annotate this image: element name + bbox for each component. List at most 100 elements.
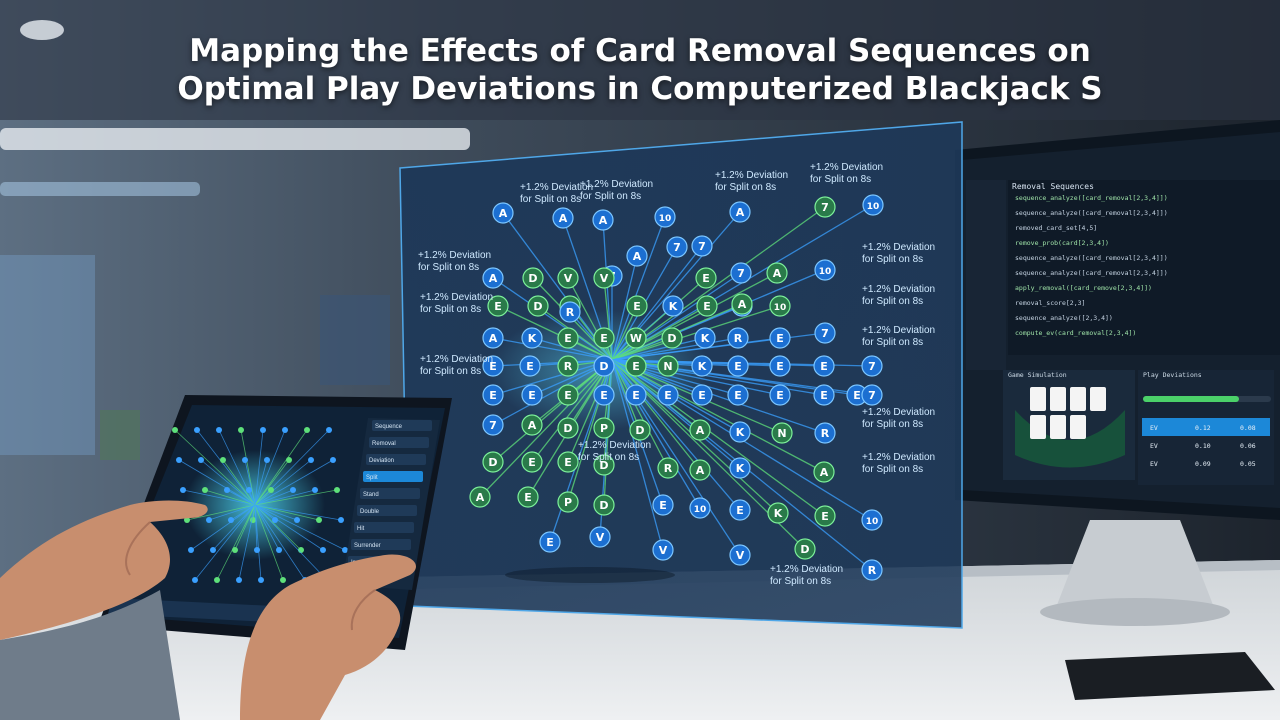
card-node: R bbox=[814, 422, 836, 444]
tablet-node bbox=[180, 487, 186, 493]
card-node-label: R bbox=[734, 332, 743, 345]
tablet-menu-item[interactable] bbox=[357, 505, 417, 516]
card-node: 10 bbox=[769, 295, 791, 317]
card-node-circle bbox=[814, 422, 836, 444]
tablet-menu-item[interactable] bbox=[360, 488, 420, 499]
tablet-node bbox=[238, 427, 244, 433]
deviation-detail: for Split on 8s bbox=[810, 174, 871, 185]
network-edge bbox=[611, 359, 701, 509]
card-node-label: 7 bbox=[868, 360, 876, 373]
tablet-menu-item[interactable] bbox=[351, 539, 411, 550]
card-node: E bbox=[519, 355, 541, 377]
code-line: sequence_analyze([card_removal[2,3,4]]) bbox=[1015, 269, 1168, 277]
tablet-node bbox=[250, 517, 256, 523]
network-edge bbox=[492, 337, 613, 361]
tablet-menu-item[interactable] bbox=[363, 471, 423, 482]
card-node-circle bbox=[729, 544, 751, 566]
card-node-circle bbox=[469, 486, 491, 508]
card-node: N bbox=[657, 355, 679, 377]
code-line: removal_score[2,3] bbox=[1015, 299, 1085, 307]
card-node-label: E bbox=[564, 332, 572, 345]
tablet-node bbox=[232, 547, 238, 553]
card-node: A bbox=[492, 202, 514, 224]
tablet-node bbox=[304, 427, 310, 433]
desk-device bbox=[1065, 652, 1275, 700]
card-node-label: P bbox=[600, 422, 608, 435]
tablet-node bbox=[258, 577, 264, 583]
network-edge bbox=[611, 359, 701, 471]
card-node-label: 10 bbox=[774, 303, 787, 313]
card-node-circle bbox=[557, 417, 579, 439]
card-node-label: E bbox=[600, 332, 608, 345]
card-node-circle bbox=[527, 295, 549, 317]
playing-card bbox=[1070, 415, 1086, 439]
card-node-circle bbox=[691, 355, 713, 377]
card-node-label: A bbox=[738, 298, 747, 311]
card-node-circle bbox=[771, 422, 793, 444]
network-edge bbox=[531, 359, 613, 463]
tablet-menu-item[interactable] bbox=[354, 522, 414, 533]
card-node-label: D bbox=[667, 332, 676, 345]
tablet-menu: SequenceRemovalDeviationSplitStandDouble… bbox=[348, 420, 432, 567]
card-node-circle bbox=[689, 419, 711, 441]
card-node-circle bbox=[861, 355, 883, 377]
card-node-circle bbox=[727, 355, 749, 377]
card-node-label: E bbox=[524, 491, 532, 504]
tablet-node bbox=[326, 427, 332, 433]
card-node: 10 bbox=[654, 206, 676, 228]
tablet-menu-label: Surrender bbox=[354, 543, 381, 549]
tablet-menu-label: Split bbox=[366, 475, 378, 481]
card-node-circle bbox=[593, 355, 615, 377]
card-node-circle bbox=[657, 384, 679, 406]
card-node-label: D bbox=[599, 360, 608, 373]
card-node-circle bbox=[557, 355, 579, 377]
card-node: V bbox=[652, 539, 674, 561]
card-node-circle bbox=[593, 384, 615, 406]
card-node-label: E bbox=[526, 360, 534, 373]
card-node-circle bbox=[794, 538, 816, 560]
card-node: W bbox=[625, 327, 647, 349]
card-node: A bbox=[592, 209, 614, 231]
tablet-edge bbox=[254, 504, 298, 521]
card-node-label: N bbox=[777, 427, 786, 440]
card-node-label: E bbox=[528, 456, 536, 469]
card-node-circle bbox=[861, 559, 883, 581]
card-node: 7 bbox=[814, 196, 836, 218]
card-node-label: E bbox=[776, 389, 784, 402]
tablet-edge bbox=[204, 489, 256, 506]
tablet-node bbox=[316, 517, 322, 523]
tablet-menu-item[interactable] bbox=[369, 437, 429, 448]
monitor-stand bbox=[1055, 520, 1215, 610]
card-node-circle bbox=[769, 295, 791, 317]
card-node-circle bbox=[482, 355, 504, 377]
network-edge bbox=[611, 337, 706, 361]
card-node-circle bbox=[521, 384, 543, 406]
card-node-circle bbox=[861, 509, 883, 531]
tablet-menu-item[interactable] bbox=[372, 420, 432, 431]
card-node: A bbox=[469, 486, 491, 508]
page-title: Mapping the Effects of Card Removal Sequ… bbox=[140, 32, 1140, 108]
table-cell: 0.09 bbox=[1195, 460, 1211, 468]
tablet-edge bbox=[254, 489, 316, 506]
tablet-edge bbox=[254, 489, 272, 506]
card-node-label: D bbox=[533, 300, 542, 313]
card-node-label: A bbox=[476, 491, 485, 504]
card-node: E bbox=[521, 384, 543, 406]
card-node: E bbox=[729, 499, 751, 521]
card-node-label: E bbox=[494, 300, 502, 313]
playing-card bbox=[1050, 415, 1066, 439]
card-node: E bbox=[769, 327, 791, 349]
card-node-circle bbox=[730, 262, 752, 284]
tablet-node bbox=[216, 427, 222, 433]
card-node-label: A bbox=[696, 424, 705, 437]
card-node: E bbox=[652, 494, 674, 516]
card-node: A bbox=[552, 207, 574, 229]
tablet-menu-item[interactable] bbox=[366, 454, 426, 465]
tablet-node bbox=[246, 487, 252, 493]
